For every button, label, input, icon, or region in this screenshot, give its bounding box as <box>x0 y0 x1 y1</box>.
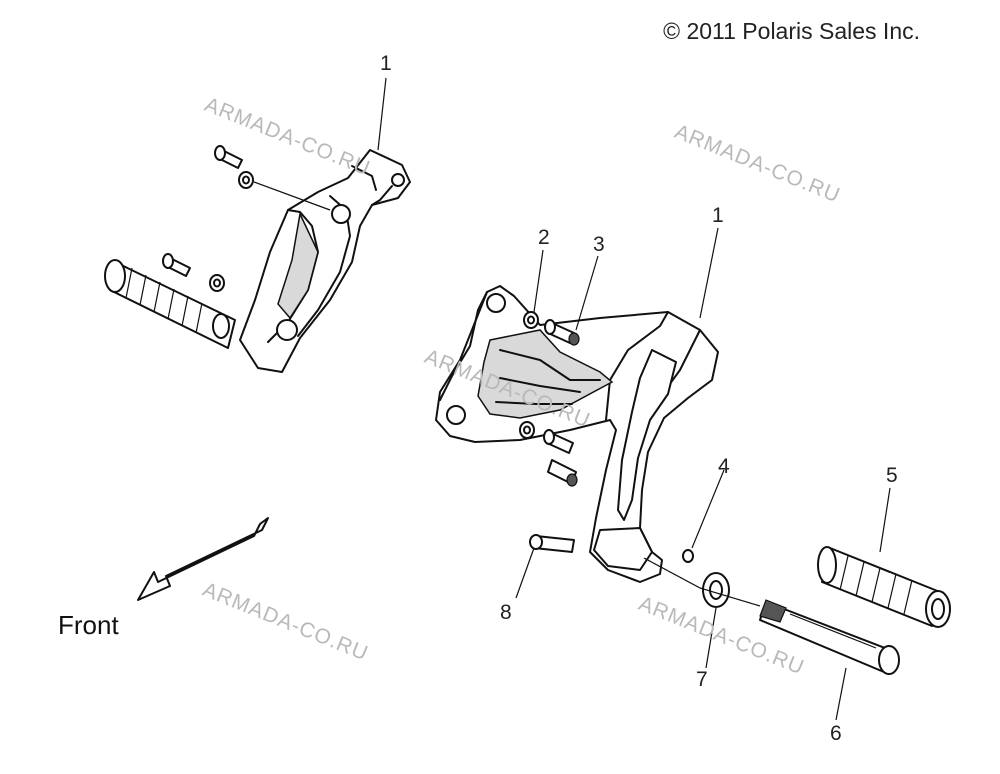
callout-5: 5 <box>886 464 898 487</box>
right-bracket <box>435 285 719 583</box>
front-arrow-icon <box>137 517 269 601</box>
left-bracket <box>239 149 411 373</box>
left-washer-upper <box>238 171 254 189</box>
callout-4: 4 <box>718 455 730 478</box>
bolt-lower-head <box>566 473 578 487</box>
callout-2: 2 <box>538 226 550 249</box>
pin-8 <box>529 534 575 553</box>
peg-pin-6 <box>759 599 900 675</box>
callout-1-left-leader <box>377 77 387 151</box>
washer-7 <box>702 572 730 608</box>
clip-4 <box>682 549 694 563</box>
left-bolt-lower <box>162 253 191 277</box>
callout-7: 7 <box>696 668 708 691</box>
left-leader-line <box>253 181 331 211</box>
bolt-lower <box>543 429 574 454</box>
front-direction-label: Front <box>58 610 119 640</box>
left-bolt-upper <box>214 145 243 169</box>
callout-1-right: 1 <box>712 204 724 227</box>
callout-3: 3 <box>593 233 605 256</box>
callout-1-left: 1 <box>380 52 392 75</box>
copyright-notice: © 2011 Polaris Sales Inc. <box>663 18 920 44</box>
callout-8: 8 <box>500 601 512 624</box>
foot-peg-5 <box>817 546 951 628</box>
washer-lower <box>519 421 535 439</box>
bolt-3 <box>544 319 580 346</box>
callout-6: 6 <box>830 722 842 745</box>
callout-leaders <box>515 227 891 721</box>
left-foot-peg <box>104 259 236 349</box>
washer-2 <box>523 311 539 329</box>
left-washer-lower <box>209 274 225 292</box>
